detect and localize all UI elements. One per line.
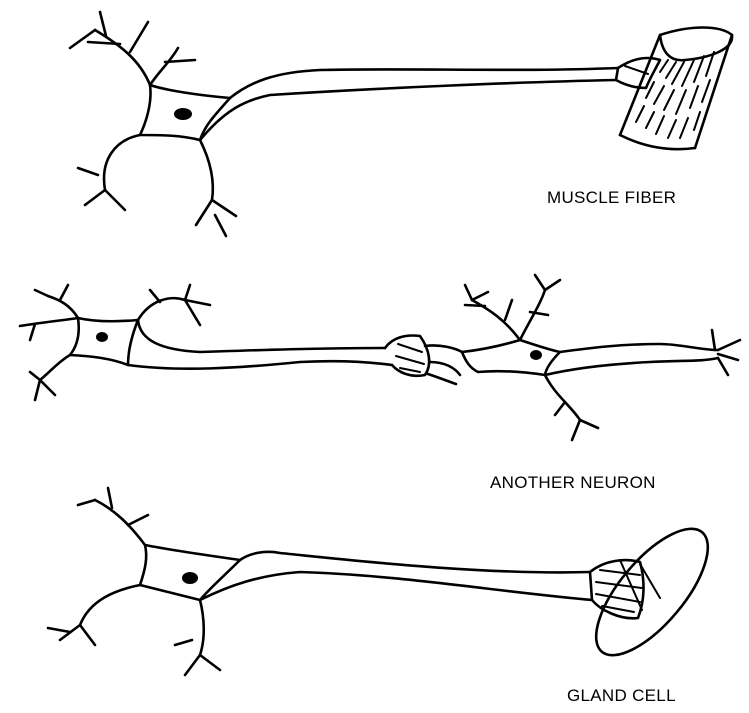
another-neuron-label: ANOTHER NEURON xyxy=(490,473,656,492)
neuron-4-axon xyxy=(200,552,592,600)
gland-cell-label: GLAND CELL xyxy=(567,686,676,705)
neuron-4 xyxy=(48,488,727,675)
neuron-3-nucleus xyxy=(530,350,542,360)
neuron-2-axon xyxy=(128,320,392,369)
neuron-1-nucleus xyxy=(174,108,192,120)
neuron-1-dendrites xyxy=(70,12,236,236)
neuron-4-nucleus xyxy=(182,572,198,584)
muscle-fiber xyxy=(616,28,732,150)
neuron-3 xyxy=(462,275,740,440)
neuron-3-cell-body xyxy=(462,340,560,375)
neuron-2-nucleus xyxy=(96,332,108,342)
neuron-2-dendrites xyxy=(20,285,210,400)
gland-cell xyxy=(577,512,726,673)
muscle-fiber-label: MUSCLE FIBER xyxy=(547,188,676,207)
synaptic-terminal xyxy=(385,336,462,385)
neuron-3-axon xyxy=(545,330,740,375)
neuron-2 xyxy=(20,285,462,400)
neuron-1-axon xyxy=(200,68,618,140)
